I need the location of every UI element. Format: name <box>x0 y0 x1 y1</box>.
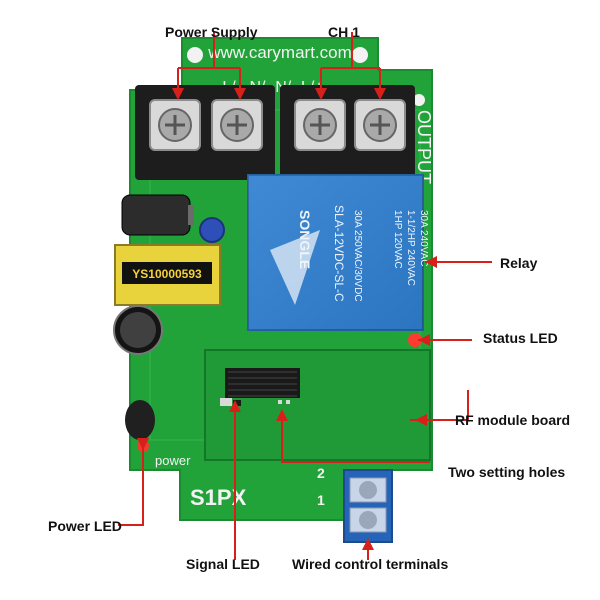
signal-led-component <box>233 400 241 406</box>
label-signal-led: Signal LED <box>186 556 260 572</box>
relay-model: SLA-12VDC-SL-C <box>332 205 346 302</box>
relay-rating-4: 30A 240VAC <box>418 210 429 267</box>
label-relay: Relay <box>500 255 538 271</box>
transformer-label: YS10000593 <box>132 267 202 281</box>
output-terminal-block <box>280 85 415 180</box>
capacitor-cylinder <box>113 305 163 355</box>
rf-module-component <box>204 349 431 461</box>
output-text: OUTPUT <box>414 110 434 184</box>
relay-component: SONGLE SLA-12VDC-SL-C 30A 250VAC/30VDC 1… <box>247 174 429 331</box>
relay-rating-3: 1-1/2HP 240VAC <box>405 210 416 286</box>
label-ch1: CH 1 <box>328 24 360 40</box>
large-capacitor <box>121 194 194 236</box>
wired-control-terminal-block <box>343 469 393 543</box>
board-url: www.carymart.com <box>207 43 352 62</box>
label-power-led: Power LED <box>48 518 122 534</box>
relay-brand: SONGLE <box>297 210 313 269</box>
transformer-component: YS10000593 <box>114 244 221 306</box>
relay-rating-2: 1HP 120VAC <box>392 210 403 269</box>
label-wired-control-terminals: Wired control terminals <box>292 556 449 572</box>
label-power-supply: Power Supply <box>165 24 258 40</box>
annotation-arrowheads <box>137 88 437 550</box>
power-text: power <box>155 453 191 468</box>
model-text: S1PX <box>190 485 247 510</box>
power-terminal-block <box>135 85 275 180</box>
terminal-1-text: 1 <box>317 492 325 508</box>
terminal-2-text: 2 <box>317 465 325 481</box>
relay-rating-1: 30A 250VAC/30VDC <box>352 210 363 302</box>
label-status-led: Status LED <box>483 330 558 346</box>
label-rf-module-board: RF module board <box>455 412 571 428</box>
label-two-setting-holes: Two setting holes <box>448 464 566 480</box>
status-led-component <box>408 333 422 347</box>
small-capacitor <box>199 217 225 243</box>
